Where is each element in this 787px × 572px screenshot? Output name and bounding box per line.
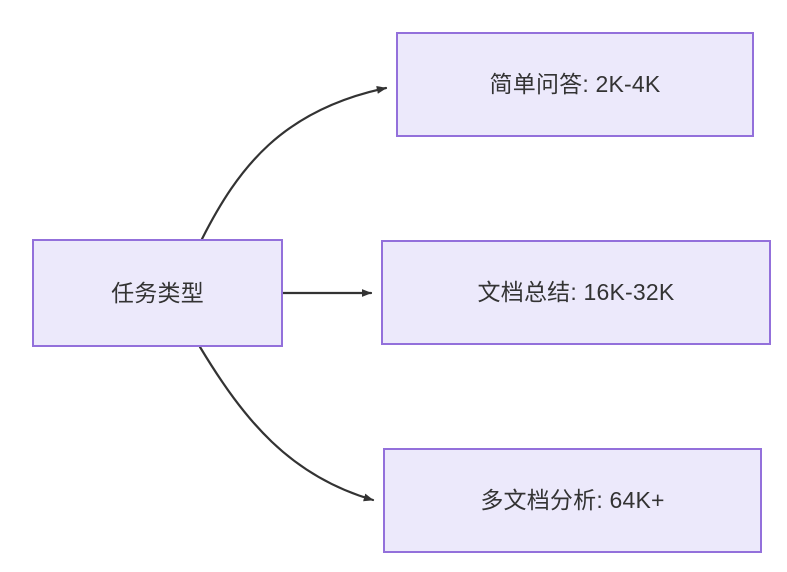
edge-source-to-simple-qa <box>200 85 388 241</box>
node-doc-summary-label: 文档总结: 16K-32K <box>477 279 675 306</box>
node-task-type[interactable]: 任务类型 <box>32 239 283 347</box>
node-simple-qa-label: 简单问答: 2K-4K <box>489 71 661 98</box>
node-multi-doc[interactable]: 多文档分析: 64K+ <box>383 448 762 553</box>
node-multi-doc-label: 多文档分析: 64K+ <box>480 487 665 514</box>
node-simple-qa[interactable]: 简单问答: 2K-4K <box>396 32 754 137</box>
edge-source-to-multi-doc <box>198 345 375 502</box>
node-task-type-label: 任务类型 <box>111 279 204 306</box>
node-doc-summary[interactable]: 文档总结: 16K-32K <box>381 240 771 345</box>
